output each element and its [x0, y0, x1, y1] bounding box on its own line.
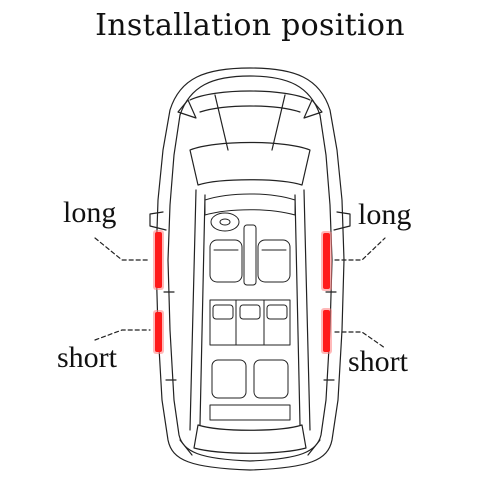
strip-long-left-core: [155, 232, 162, 288]
red-strips: [153, 230, 332, 354]
label-long-left: long: [63, 196, 117, 229]
strip-long-right-core: [323, 233, 330, 289]
leader-short-left: [94, 329, 151, 341]
label-short-left: short: [57, 341, 117, 374]
car-interior: [204, 193, 296, 421]
label-long-right: long: [358, 198, 412, 231]
label-short-right: short: [348, 345, 408, 378]
strip-short-right-core: [323, 310, 330, 352]
leader-short-right: [334, 331, 386, 349]
car-body-outline: [149, 67, 351, 471]
leader-lines: [94, 237, 386, 349]
leader-long-right: [334, 237, 386, 261]
diagram-title: Installation position: [95, 8, 405, 43]
leader-long-left: [94, 237, 151, 261]
strip-short-left-core: [155, 312, 162, 352]
